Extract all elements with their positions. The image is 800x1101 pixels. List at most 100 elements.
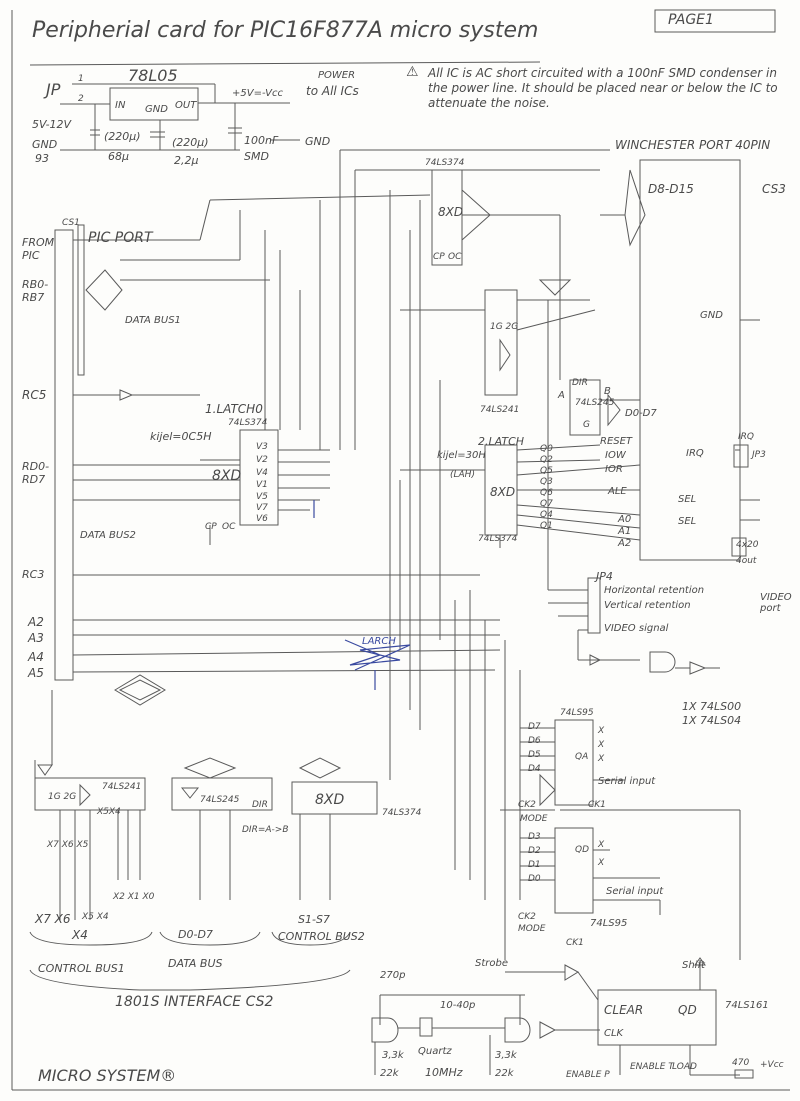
latch1-pin: Q6 xyxy=(540,488,553,498)
latch1-pin: Q7 xyxy=(540,499,553,509)
winchester-ior: IOR xyxy=(605,464,623,475)
control-bus2-label: CONTROL BUS2 xyxy=(278,930,365,943)
cap-1: (220μ) xyxy=(104,130,141,143)
shift-reg1-x: X xyxy=(598,740,605,750)
osc-r2: 3,3k xyxy=(495,1050,517,1061)
page-title: Peripherial card for PIC16F877A micro sy… xyxy=(32,18,539,43)
warning-note: All IC is AC short circuited with a 100n… xyxy=(428,66,778,110)
power-to-label: POWER xyxy=(318,70,356,81)
data-bus-label: DATA BUS xyxy=(168,957,223,970)
shift-reg1-d: D6 xyxy=(528,736,541,746)
all-ics-label: to All ICs xyxy=(306,84,359,98)
osc-r4: 22k xyxy=(495,1068,514,1079)
data-bus1-label: DATA BUS1 xyxy=(125,315,181,326)
latch1-pin: Q3 xyxy=(540,477,553,487)
bl-x-labels: X7 X6 X5 xyxy=(47,840,89,850)
top-chip-body: 8XD xyxy=(438,205,464,219)
bl-d0-d7: D0-D7 xyxy=(178,928,213,941)
latch0-pin: V2 xyxy=(256,455,268,465)
counter-enable-t: ENABLE T xyxy=(630,1062,674,1072)
osc-quartz: Quartz xyxy=(418,1046,452,1057)
shift-reg2-q: QD xyxy=(575,845,590,855)
osc-r1: 3,3k xyxy=(382,1050,404,1061)
latch0-pin: V3 xyxy=(256,442,268,452)
bl-chip1-g: 1G 2G xyxy=(48,792,77,802)
latch1-pin: Q4 xyxy=(540,510,553,520)
latch1-sub: (LAH) xyxy=(450,470,475,480)
bl-xz: X7 X6 xyxy=(35,912,71,926)
latch0-pin: V7 xyxy=(256,503,268,513)
bl-chip2-dir: DIR xyxy=(252,800,268,810)
latch1-chip: 74LS374 xyxy=(478,534,518,544)
power-gnd-num: 93 xyxy=(35,152,49,165)
winchester-reset: RESET xyxy=(600,436,633,447)
osc-r3: 22k xyxy=(380,1068,399,1079)
cs1-label: CS1 xyxy=(62,218,80,228)
jp4-horizontal: Horizontal retention xyxy=(604,585,705,596)
jp4-video-signal: VIDEO signal xyxy=(604,623,669,634)
shift-reg1-x: X xyxy=(598,726,605,736)
transceiver-a: A xyxy=(558,390,565,401)
shift-reg2-d: D0 xyxy=(528,874,541,884)
latch0-pin: V1 xyxy=(256,480,268,490)
bl-s1-s7: S1-S7 xyxy=(298,913,330,926)
shift-reg1-chip: 74LS95 xyxy=(560,708,594,718)
bl-x4: X4 xyxy=(72,928,88,942)
a5-label: A5 xyxy=(28,666,44,680)
rb-label: RB0-RB7 xyxy=(22,278,49,304)
transceiver-g: G xyxy=(583,420,590,430)
top-chip-cp: CP xyxy=(433,252,445,262)
jumper-pin2: 2 xyxy=(78,94,84,104)
latch1-body: 8XD xyxy=(490,485,516,499)
counter-clk: CLK xyxy=(604,1028,624,1039)
osc-freq: 10MHz xyxy=(425,1066,463,1079)
bl-chip3: 74LS374 xyxy=(382,808,422,818)
latch1-pin: Q0 xyxy=(540,444,553,454)
a2-label: A2 xyxy=(28,615,44,629)
rc3-label: RC3 xyxy=(22,568,45,581)
cap-5: 100nF xyxy=(244,134,279,147)
counter-clear: CLEAR xyxy=(604,1003,644,1017)
winchester-sel2: SEL xyxy=(678,516,697,527)
plus-5v-label: +5V=-Vcc xyxy=(232,88,284,99)
cap-2: 68μ xyxy=(108,150,129,163)
bl-chip2-dir-eq: DIR=A->B xyxy=(242,825,289,835)
jp4-video-port: VIDEO port xyxy=(760,592,792,614)
counter-strobe: Strobe xyxy=(475,958,508,969)
latch0-pin: V6 xyxy=(256,514,268,524)
blue-note: LARCH xyxy=(362,636,396,647)
winchester-sel1: SEL xyxy=(678,494,697,505)
jp4-label: JP4 xyxy=(596,570,613,583)
transceiver-d: D0-D7 xyxy=(625,408,657,419)
counter-qd: QD xyxy=(678,1003,697,1017)
pic-port-label: PIC PORT xyxy=(88,230,153,246)
shift-reg1-clk: CK1 xyxy=(588,800,606,810)
from-pic-label: FROM PIC xyxy=(22,236,55,262)
winchester-a2: A2 xyxy=(618,538,632,549)
transceiver-b: B xyxy=(604,386,611,397)
warning-icon: ⚠ xyxy=(406,64,419,80)
page-number: PAGE1 xyxy=(668,12,714,28)
shift-reg1-q: QA xyxy=(575,752,589,762)
shift-reg2-chip: 74LS95 xyxy=(590,918,628,929)
osc-cap: 270p xyxy=(380,970,406,981)
rc5-label: RC5 xyxy=(22,388,47,402)
jp4-vertical: Vertical retention xyxy=(604,600,691,611)
power-input: 5V-12V xyxy=(32,118,72,131)
bl-chip2: 74LS245 xyxy=(200,795,240,805)
shift-reg1-clk2: CK2 xyxy=(518,800,536,810)
winchester-title: WINCHESTER PORT 40PIN xyxy=(615,138,771,152)
reg-gnd: GND xyxy=(145,104,168,115)
bl-chip3-body: 8XD xyxy=(315,792,345,808)
buffer-chip-label: 74LS241 xyxy=(480,405,520,415)
latch0-body: 8XD xyxy=(212,468,242,484)
winchester-out: 4out xyxy=(736,556,757,566)
control-bus1-label: CONTROL BUS1 xyxy=(38,962,125,975)
winchester-a0: A0 xyxy=(618,514,632,525)
rd-label: RD0-RD7 xyxy=(22,460,50,486)
osc-cap2: 10-40p xyxy=(440,1000,476,1011)
winchester-d8-15: D8-D15 xyxy=(648,182,694,196)
winchester-r: 4x20 xyxy=(736,540,759,550)
